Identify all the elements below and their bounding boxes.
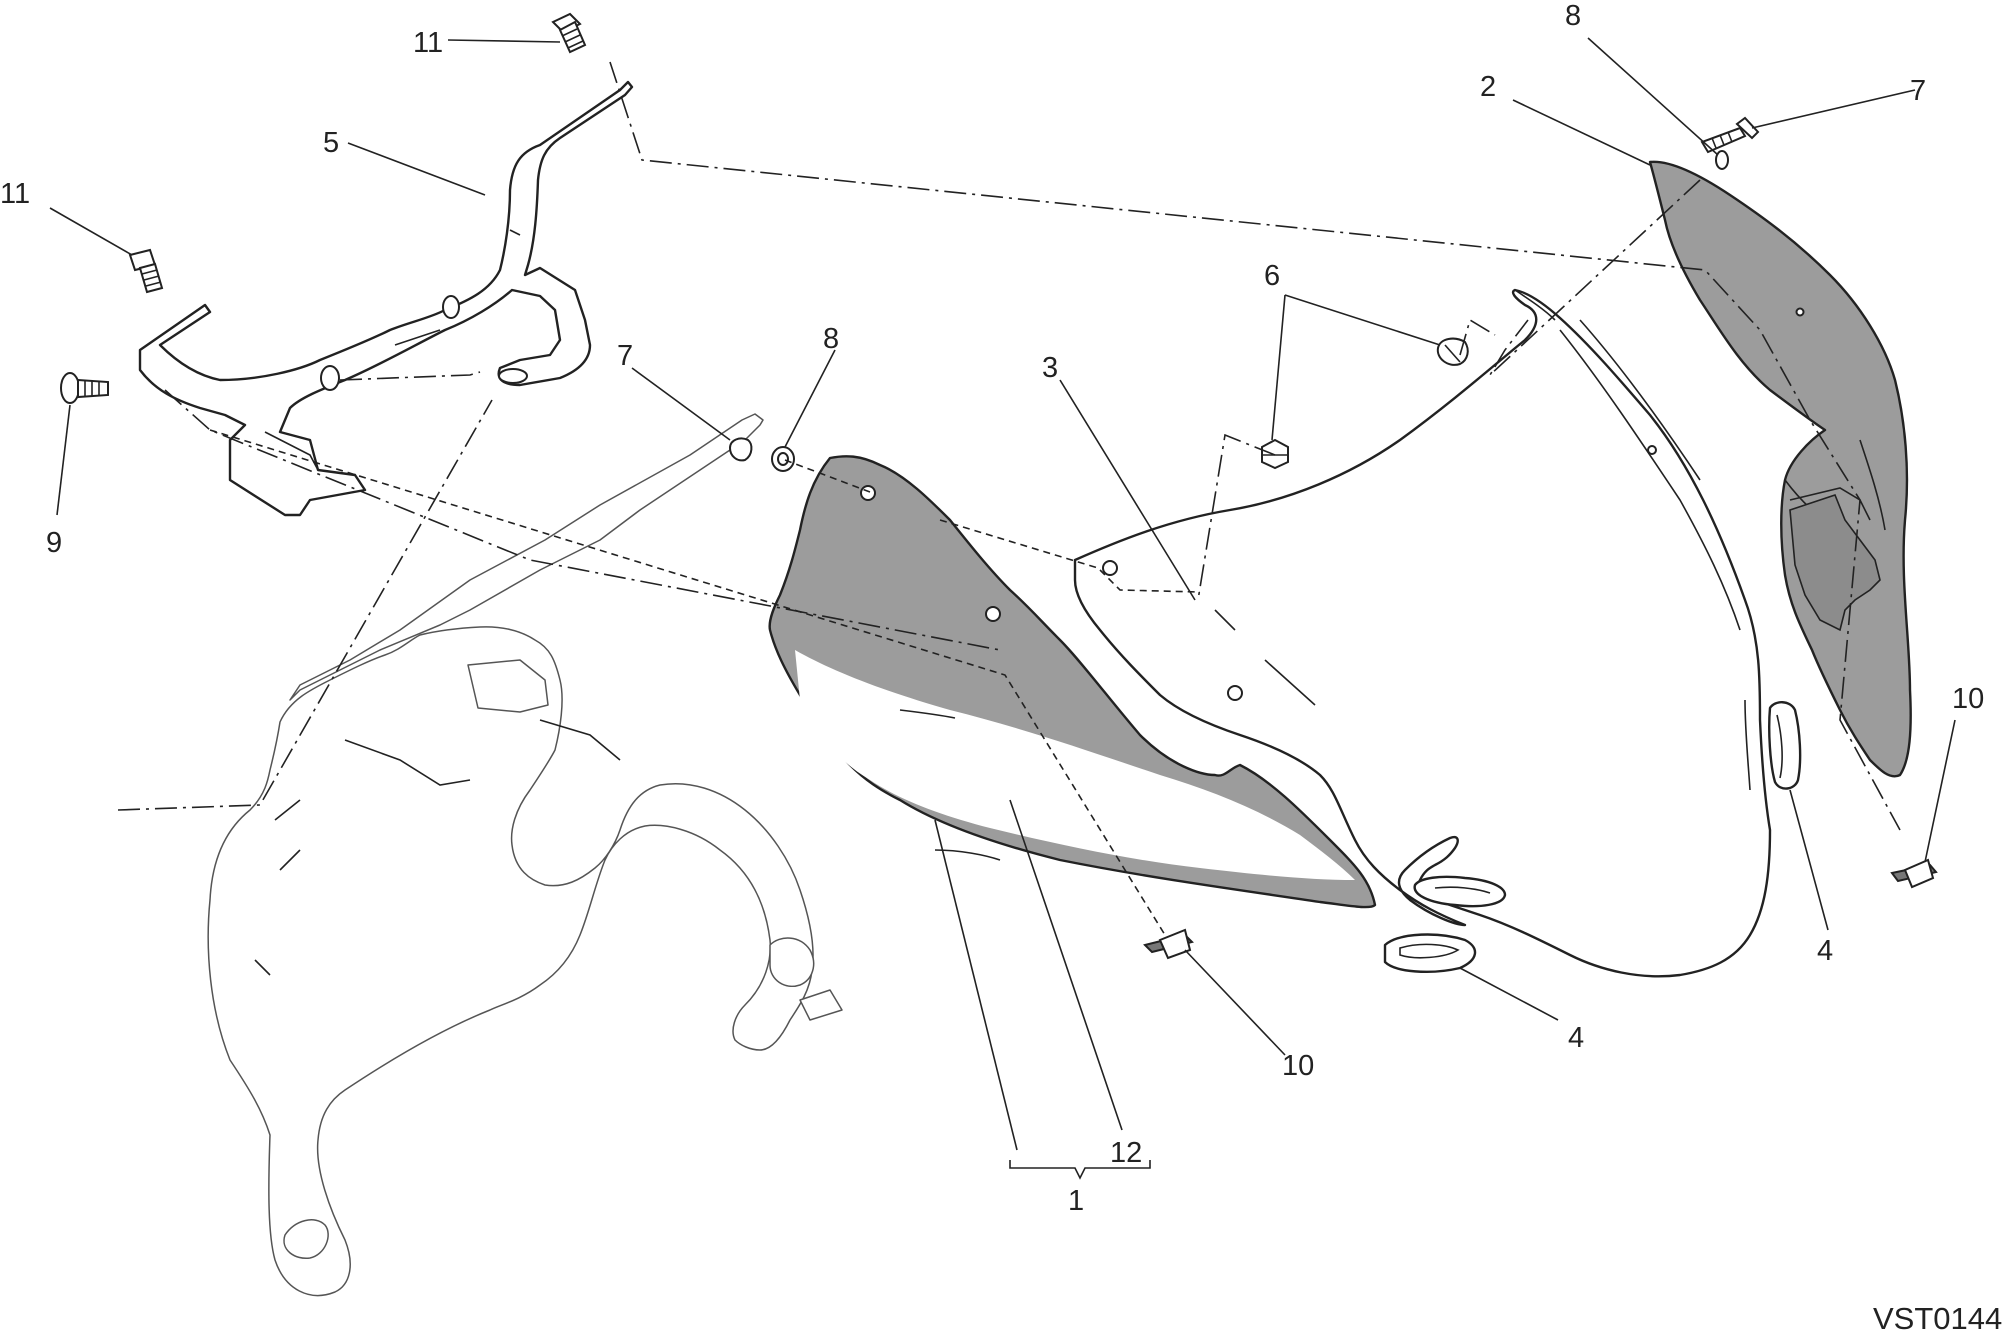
leader-lines bbox=[49, 37, 1956, 1151]
callout-11-left: 11 bbox=[0, 178, 30, 210]
callout-6: 6 bbox=[1264, 260, 1280, 292]
document-id: VST01441 bbox=[1873, 1301, 2004, 1336]
callout-2: 2 bbox=[1480, 71, 1496, 103]
callout-7-top: 7 bbox=[1910, 75, 1926, 107]
screw-7-top-part bbox=[1700, 116, 1760, 154]
grommet-right-part bbox=[1768, 701, 1802, 790]
front-fairing-shell-part bbox=[1073, 288, 1772, 978]
fairing-side-panel-part bbox=[768, 455, 1377, 909]
callout-labels: 11 11 5 9 7 8 3 6 2 8 7 10 4 4 10 12 1 bbox=[0, 0, 1984, 1217]
callout-8-top: 8 bbox=[1565, 0, 1581, 32]
group-bracket-1 bbox=[1009, 1160, 1151, 1180]
callout-12: 12 bbox=[1110, 1137, 1142, 1169]
callout-10-right: 10 bbox=[1952, 683, 1984, 715]
assembly-lines bbox=[117, 61, 1901, 936]
callout-5: 5 bbox=[323, 127, 339, 159]
side-deflector-part bbox=[1648, 160, 1912, 778]
callout-3: 3 bbox=[1042, 352, 1058, 384]
grommet-mid-part bbox=[1383, 933, 1477, 973]
callout-7-mid: 7 bbox=[617, 340, 633, 372]
clip-10-mid-part bbox=[1143, 928, 1194, 960]
nut-6-upper-part bbox=[1436, 337, 1469, 366]
nut-6-lower-part bbox=[1261, 438, 1289, 470]
callout-10-mid: 10 bbox=[1282, 1050, 1314, 1082]
callout-4-mid: 4 bbox=[1568, 1022, 1584, 1054]
callout-8-mid: 8 bbox=[823, 323, 839, 355]
callout-1: 1 bbox=[1068, 1185, 1084, 1217]
headlight-bracket-part bbox=[138, 80, 634, 517]
callout-11-top: 11 bbox=[413, 27, 443, 59]
screw-11-left-part bbox=[128, 248, 164, 294]
callout-9: 9 bbox=[46, 527, 62, 559]
clip-10-right-part bbox=[1890, 858, 1938, 889]
washer-8-mid-part bbox=[771, 446, 795, 472]
nut-7-mid-part bbox=[728, 437, 753, 462]
screw-9-part bbox=[60, 372, 109, 404]
callout-4-right: 4 bbox=[1817, 935, 1833, 967]
washer-8-top-part bbox=[1715, 150, 1729, 170]
screw-11-top-part bbox=[551, 12, 587, 54]
frame-ghost-outline bbox=[207, 413, 843, 1297]
